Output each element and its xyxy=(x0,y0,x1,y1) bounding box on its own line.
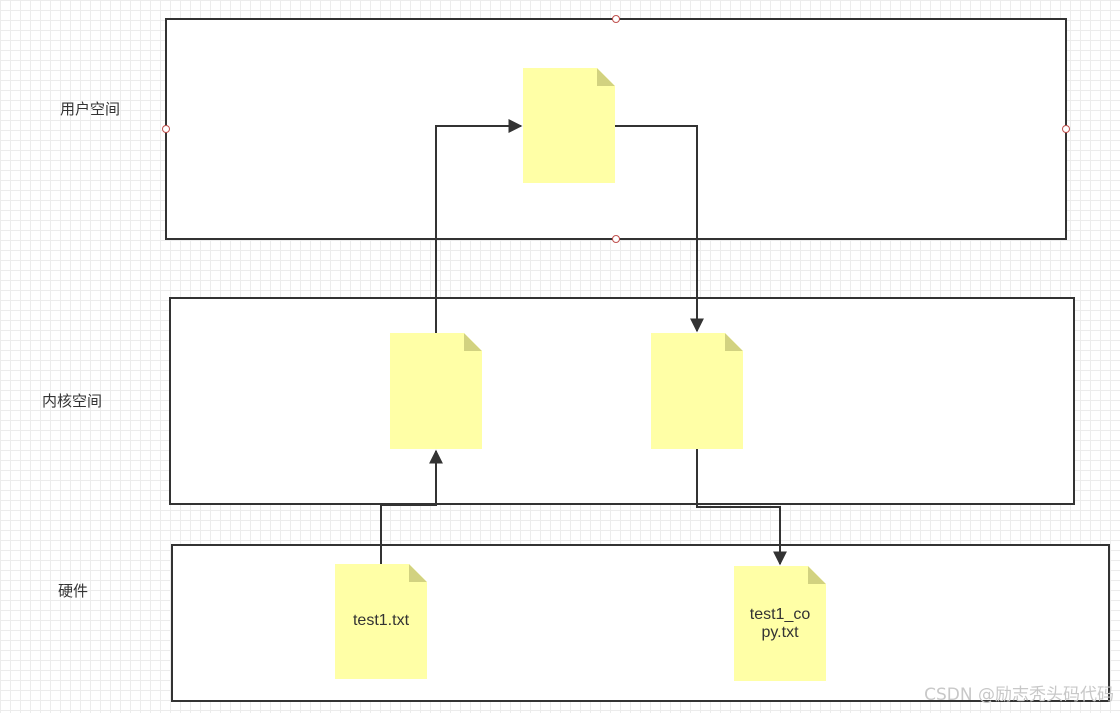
selection-handle-bottom[interactable] xyxy=(612,235,620,243)
selection-handle-left[interactable] xyxy=(162,125,170,133)
selection-handle-top[interactable] xyxy=(612,15,620,23)
kernel-space-label: 内核空间 xyxy=(42,392,103,410)
kernel-read-buffer-file[interactable] xyxy=(390,333,482,449)
user-space-box[interactable] xyxy=(165,18,1067,240)
copy-file[interactable]: test1_co py.txt xyxy=(734,566,826,681)
hardware-label: 硬件 xyxy=(58,582,89,600)
selection-handle-right[interactable] xyxy=(1062,125,1070,133)
user-space-label: 用户空间 xyxy=(60,100,121,118)
hardware-box[interactable] xyxy=(171,544,1110,702)
copy-file-name-line2: py.txt xyxy=(761,624,799,641)
user-buffer-file[interactable] xyxy=(523,68,615,183)
kernel-write-buffer-file[interactable] xyxy=(651,333,743,449)
watermark: CSDN @励志秃头码代码 xyxy=(924,685,1114,705)
copy-file-name-line1: test1_co xyxy=(749,606,811,623)
source-file-name: test1.txt xyxy=(352,612,410,629)
kernel-space-box[interactable] xyxy=(169,297,1075,505)
source-file[interactable]: test1.txt xyxy=(335,564,427,679)
